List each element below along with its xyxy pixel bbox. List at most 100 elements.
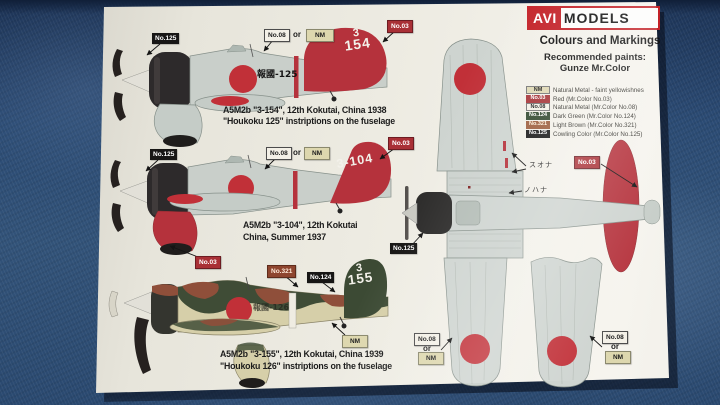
red-walkway-mark [505, 158, 508, 168]
propeller-blade [113, 92, 126, 121]
plane2-side-profile [110, 141, 392, 255]
callout-no08: No.08 [602, 331, 628, 344]
callout-no321: No.321 [267, 265, 297, 278]
green-tail [344, 258, 388, 319]
red-wheel-spat [152, 210, 198, 252]
callout-arrow [331, 322, 346, 336]
callout-no03: No.03 [574, 156, 600, 169]
plane2-caption-line1: A5M2b "3-104", 12th Kokutai [243, 220, 358, 230]
callout-nm: NM [304, 147, 330, 160]
paint-description: Red (Mr.Color No.03) [553, 96, 612, 103]
wing-camo [172, 319, 279, 332]
stencil-note-1: スオナ [529, 161, 553, 169]
callout-or: or [423, 344, 431, 353]
spinner [119, 179, 151, 205]
callout-arrow [511, 152, 527, 167]
spinner [123, 290, 155, 316]
wing-hinomaru [547, 336, 577, 366]
wing-hinomaru [211, 96, 249, 106]
wing-hinomaru [167, 194, 203, 204]
windscreen [224, 155, 245, 164]
underside-wing-right [530, 257, 603, 388]
cowling-highlight [152, 168, 158, 215]
antenna-mast [247, 154, 252, 169]
plane1-side-profile [112, 27, 388, 147]
underside-wing-left [443, 257, 508, 387]
callout-arrow [146, 43, 161, 56]
wing-hinomaru [460, 334, 490, 364]
callout-no08: No.08 [414, 333, 440, 346]
cowling-highlight [154, 57, 160, 104]
wing-hinomaru [454, 63, 486, 95]
callout-no125: No.125 [150, 149, 178, 160]
wheel-spat [154, 103, 203, 144]
callout-arrow [589, 335, 603, 348]
callout-arrow [440, 337, 453, 351]
wing-camo-brown [200, 318, 238, 326]
plane1-fuselage-inscription: 報國-125 [257, 70, 298, 80]
callout-no03: No.03 [388, 137, 414, 150]
callout-arrow [511, 168, 527, 174]
plan-view [401, 38, 661, 388]
camo-brown-patch [255, 288, 296, 305]
plane1-caption-line2: "Houkoku 125" instriptions on the fusela… [223, 116, 395, 126]
callout-nm: NM [418, 352, 444, 365]
propeller-blade [111, 203, 124, 232]
red-dot-marking [468, 186, 471, 189]
callout-no08: No.08 [264, 29, 290, 42]
spinner-top [401, 202, 418, 225]
port-wing-top [436, 38, 517, 172]
logo-models-text: MODELS [563, 10, 630, 26]
spat-camo [236, 342, 265, 352]
callout-arrow [600, 163, 638, 188]
propeller-blade [112, 49, 123, 77]
paint-chip: No.321 [526, 121, 550, 129]
panel-subtitle-1: Recommended paints: [544, 52, 646, 63]
camo-brown-patch [182, 281, 219, 299]
callout-or: or [293, 148, 301, 157]
paint-chip: No.03 [526, 95, 550, 103]
plane3-caption-line2: "Houkoku 126" instriptions on the fusela… [220, 361, 392, 371]
callout-no125: No.125 [152, 33, 180, 44]
windscreen [226, 44, 247, 53]
callout-no124: No.124 [307, 272, 335, 283]
wheel [239, 378, 265, 388]
tailwheel [341, 323, 347, 329]
callout-no125: No.125 [390, 243, 418, 254]
antenna-mast [249, 43, 254, 58]
wing-rib-lines [449, 43, 493, 171]
callout-nm: NM [306, 29, 334, 42]
callout-no03: No.03 [387, 20, 413, 33]
propeller-blade [108, 290, 119, 318]
red-walkway-mark [503, 141, 506, 151]
hinomaru [229, 65, 257, 93]
stencil-note-2: ノハナ [524, 186, 548, 194]
callout-or: or [293, 30, 301, 39]
red-tail [304, 27, 387, 92]
paint-chip: NM [526, 86, 550, 94]
red-tail [330, 141, 392, 204]
hinomaru [226, 297, 252, 323]
red-fuselage-band [294, 56, 299, 98]
plane2-caption-line2: China, Summer 1937 [243, 232, 326, 242]
callout-no03: No.03 [195, 256, 221, 269]
tailwheel [331, 96, 337, 102]
paint-chip: No.124 [526, 112, 550, 120]
propeller-blade [110, 160, 121, 188]
avi-models-logo: AVI MODELS [527, 6, 660, 30]
paint-description: Natural Metal - faint yellowishnes [553, 87, 644, 94]
callout-nm: NM [605, 351, 631, 364]
spinner [121, 68, 153, 94]
plane1-caption-line1: A5M2b "3-154", 12th Kokutai, China 1938 [223, 105, 387, 115]
callout-arrow [169, 245, 199, 258]
panel-title: Colours and Markings [539, 35, 661, 47]
tailwheel [337, 208, 343, 214]
panel-subtitle-2: Gunze Mr.Color [559, 63, 631, 74]
white-fuselage-band [288, 292, 297, 329]
plane3-fuselage-inscription: 報國-126 [253, 303, 290, 312]
callout-no08: No.08 [266, 147, 292, 160]
paint-description: Dark Green (Mr.Color No.124) [553, 113, 636, 120]
callout-arrow [145, 159, 159, 172]
